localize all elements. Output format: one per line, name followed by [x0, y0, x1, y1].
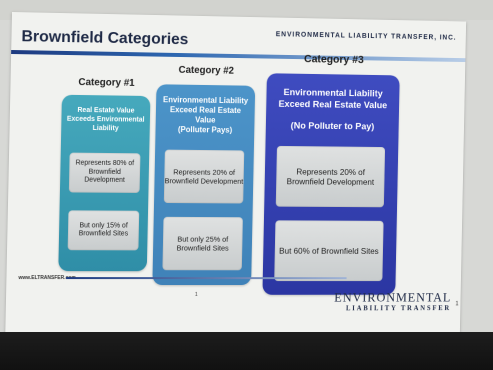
category-2-sites-box: But only 25% of Brownfield Sites: [162, 216, 243, 271]
category-2-panel: Environmental Liability Exceed Real Esta…: [152, 84, 256, 286]
category-3-label: Category #3: [303, 53, 364, 67]
category-2-subheading: (Polluter Pays): [177, 125, 233, 135]
slide-title: Brownfield Categories: [21, 28, 189, 49]
category-2-development-box: Represents 20% of Brownfield Development: [163, 149, 245, 204]
category-3-heading: Environmental Liability Exceed Real Esta…: [278, 87, 388, 112]
category-3-sites-box: But 60% of Brownfield Sites: [274, 220, 384, 282]
category-2-heading: Environmental Liability Exceed Real Esta…: [162, 95, 249, 125]
category-3-development-box: Represents 20% of Brownfield Development: [275, 145, 386, 208]
company-logo-main: ENVIRONMENTAL: [334, 289, 452, 305]
category-1-development-box: Represents 80% of Brownfield Development: [68, 152, 141, 193]
category-2-label: Category #2: [178, 64, 235, 77]
category-1-label: Category #1: [78, 77, 135, 89]
category-3-panel: Environmental Liability Exceed Real Esta…: [262, 73, 400, 295]
category-1-panel: Real Estate Value Exceeds Environmental …: [58, 94, 151, 272]
corner-number: 1: [455, 301, 459, 308]
company-logo-sub: LIABILITY TRANSFER: [345, 304, 452, 313]
category-1-heading: Real Estate Value Exceeds Environmental …: [66, 106, 145, 132]
footer-divider: [66, 277, 347, 280]
background-bottom: [0, 332, 493, 370]
page-number: 1: [194, 291, 198, 298]
category-3-subheading: (No Polluter to Pay): [290, 120, 375, 133]
company-name: ENVIRONMENTAL LIABILITY TRANSFER, INC.: [275, 31, 457, 42]
presentation-slide: Brownfield Categories ENVIRONMENTAL LIAB…: [5, 12, 467, 335]
category-1-sites-box: But only 15% of Brownfield Sites: [67, 210, 140, 251]
